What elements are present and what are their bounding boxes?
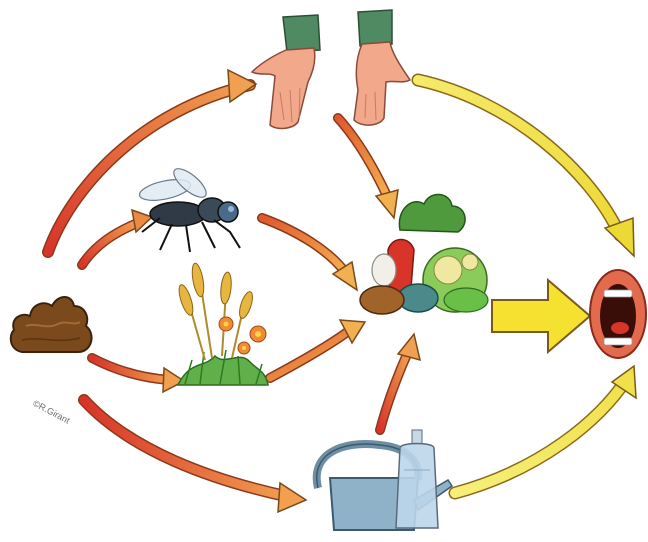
feces-icon — [11, 297, 92, 352]
arrow-crops-to-food — [270, 320, 365, 378]
crops-icon — [176, 262, 268, 385]
arrow-feces-to-water — [84, 400, 306, 512]
food-vegetables-icon — [360, 194, 488, 314]
arrow-feces-to-fly — [82, 210, 152, 265]
arrow-fly-to-food — [262, 218, 357, 290]
arrow-hands-to-food — [338, 118, 398, 218]
fly-icon — [138, 164, 240, 252]
mouth-icon — [590, 270, 646, 358]
arrow-food-to-mouth — [492, 280, 590, 352]
arrow-feces-to-crops — [92, 358, 184, 392]
hands-icon — [252, 10, 410, 128]
water-container-icon — [317, 430, 452, 530]
arrow-water-to-food — [380, 334, 420, 430]
arrow-water-to-mouth — [455, 366, 636, 493]
